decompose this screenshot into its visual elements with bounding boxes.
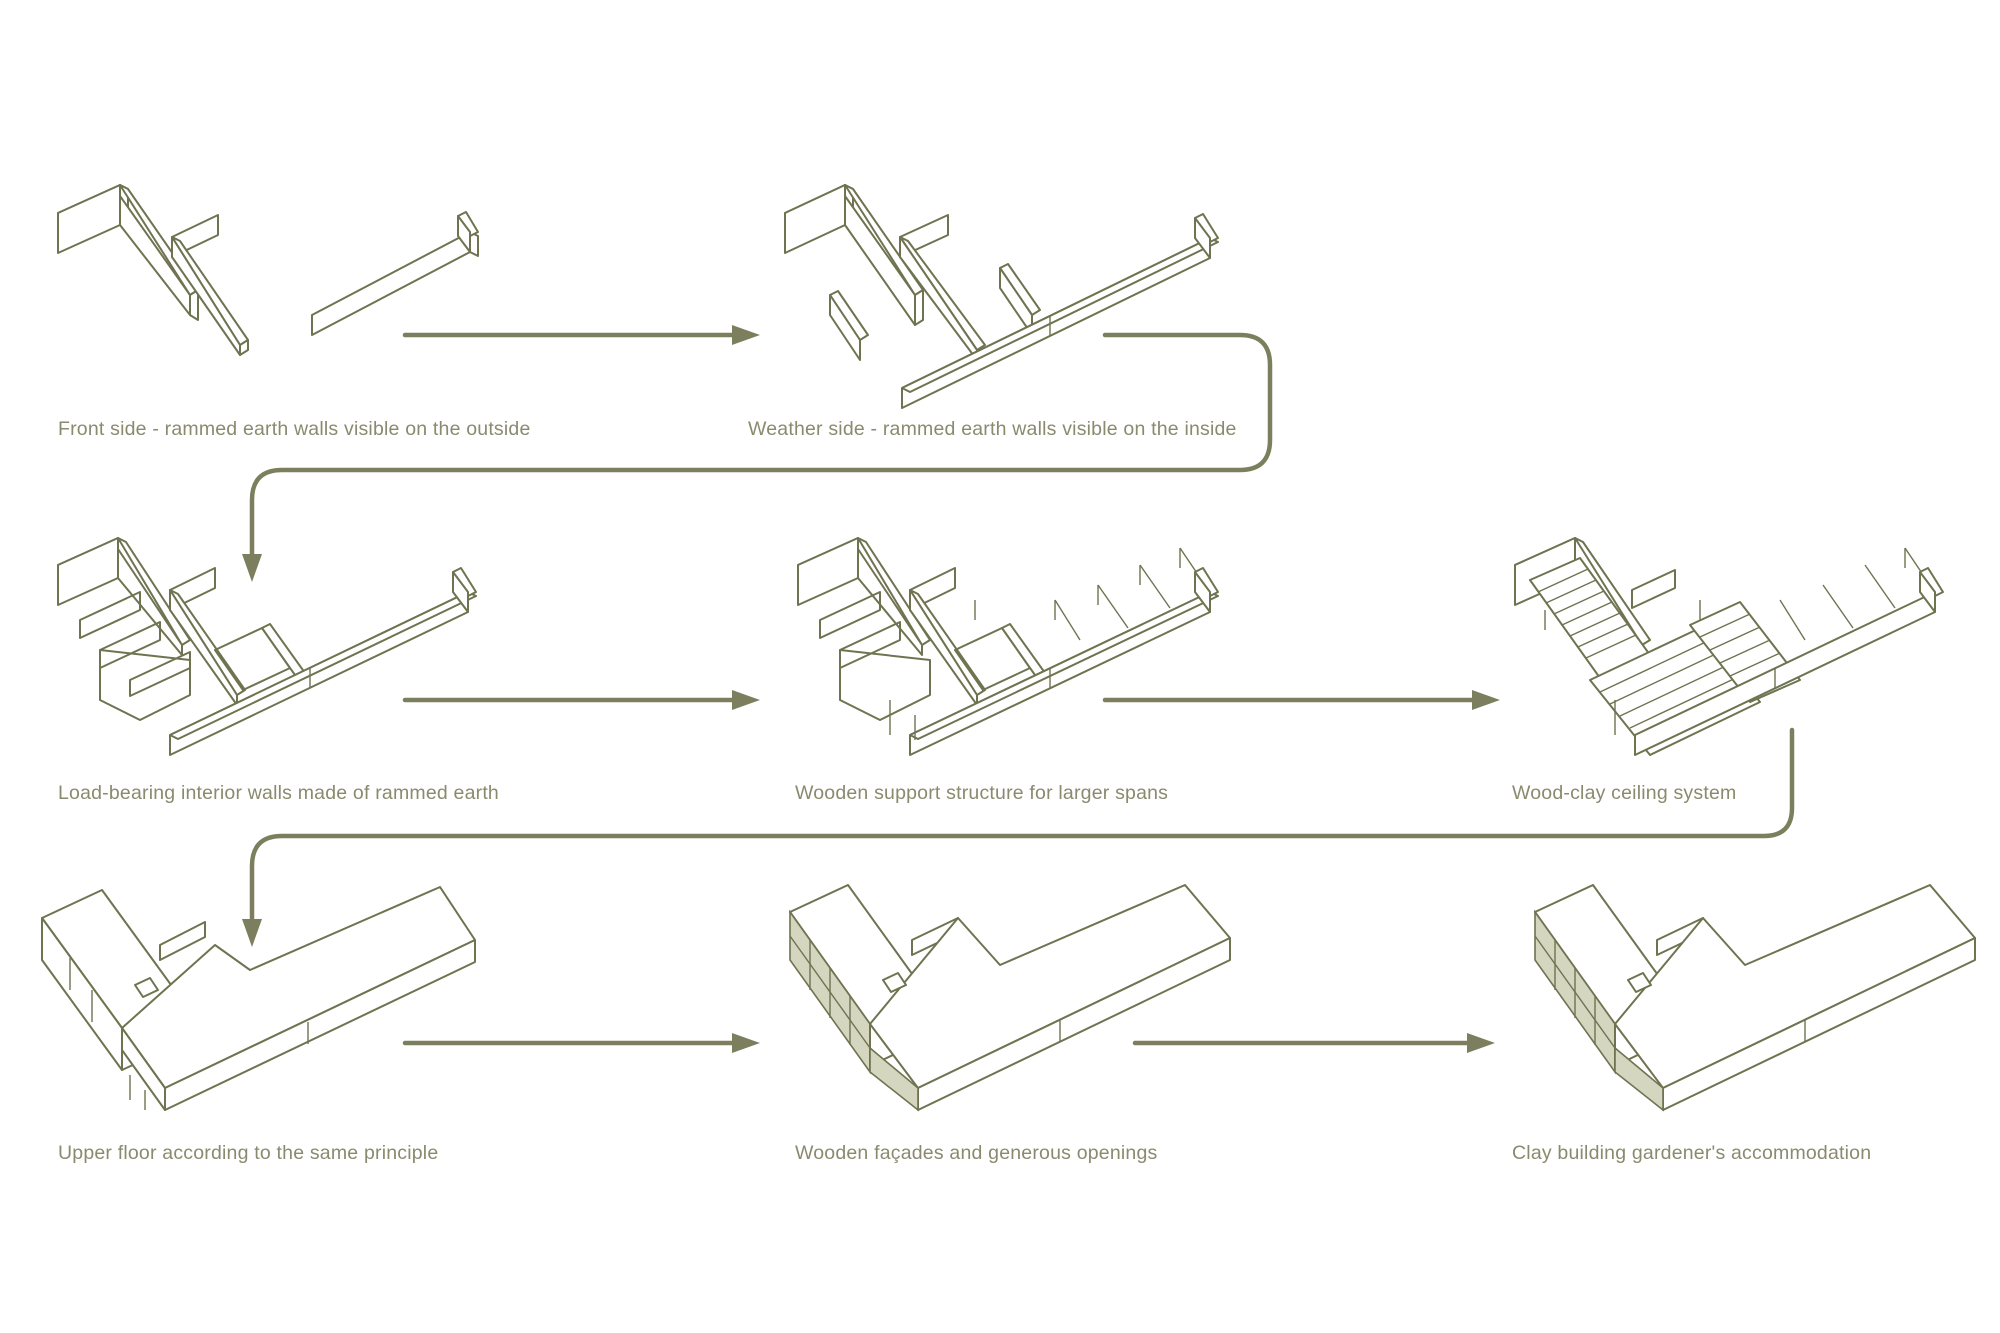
step-2-illustration [784,184,1219,409]
caption-step-6: Upper floor according to the same princi… [58,1142,439,1164]
step-6-illustration [41,886,476,1111]
arrow-6-to-7 [402,1033,760,1053]
arrow-5-to-6 [242,727,1795,947]
caption-step-3: Load-bearing interior walls made of ramm… [58,782,499,804]
caption-step-8: Clay building gardener's accommodation [1512,1142,1872,1164]
caption-step-2: Weather side - rammed earth walls visibl… [748,418,1237,440]
ceiling-joists-3 [1699,613,1781,677]
caption-step-4: Wooden support structure for larger span… [795,782,1169,804]
caption-step-7: Wooden façades and generous openings [795,1142,1158,1164]
step-4-illustration [797,537,1219,756]
arrow-2-to-3 [242,332,1273,582]
arrow-1-to-2 [402,325,760,345]
wooden-posts [889,547,1206,740]
step-5-illustration [1514,537,1944,756]
step-1-illustration [57,184,479,356]
ceiling-joists-1 [1537,568,1637,659]
arrow-4-to-5 [1102,690,1500,710]
arrow-7-to-8 [1132,1033,1495,1053]
caption-step-1: Front side - rammed earth walls visible … [58,418,531,440]
arrow-3-to-4 [402,690,760,710]
step-3-illustration [57,537,477,756]
caption-step-5: Wood-clay ceiling system [1512,782,1737,804]
flow-arrows [242,325,1795,1053]
step-7-illustration [789,884,1231,1112]
step-8-illustration [1534,884,1976,1112]
